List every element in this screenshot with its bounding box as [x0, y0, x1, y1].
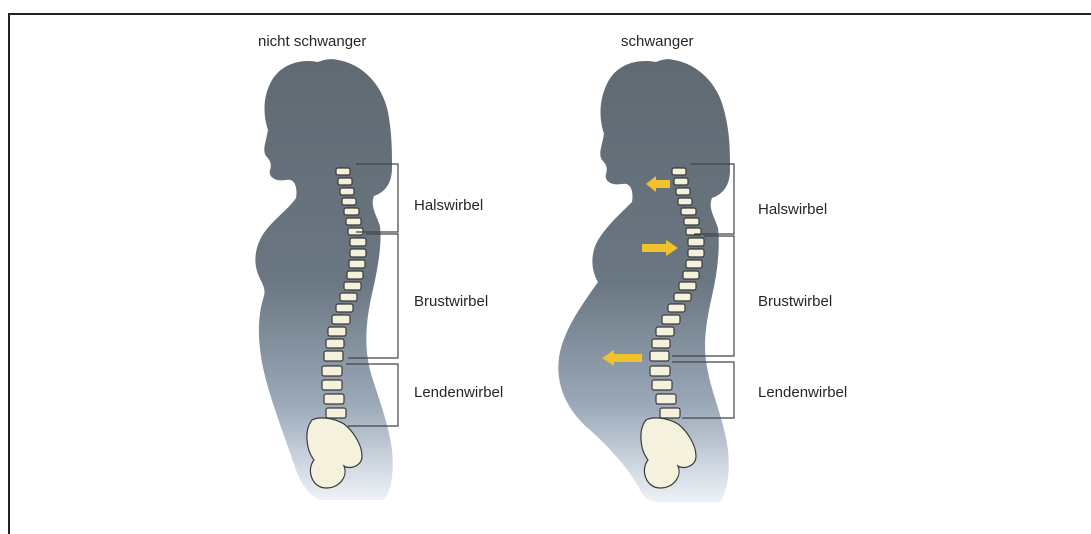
panel-title-pregnant: schwanger — [621, 33, 694, 50]
label-halswirbel-not-pregnant: Halswirbel — [414, 197, 483, 214]
label-lendenwirbel-pregnant: Lendenwirbel — [758, 384, 847, 401]
label-brustwirbel-pregnant: Brustwirbel — [758, 293, 832, 310]
label-brustwirbel-not-pregnant: Brustwirbel — [414, 293, 488, 310]
label-halswirbel-pregnant: Halswirbel — [758, 201, 827, 218]
panel-title-not-pregnant: nicht schwanger — [258, 33, 366, 50]
label-lendenwirbel-not-pregnant: Lendenwirbel — [414, 384, 503, 401]
